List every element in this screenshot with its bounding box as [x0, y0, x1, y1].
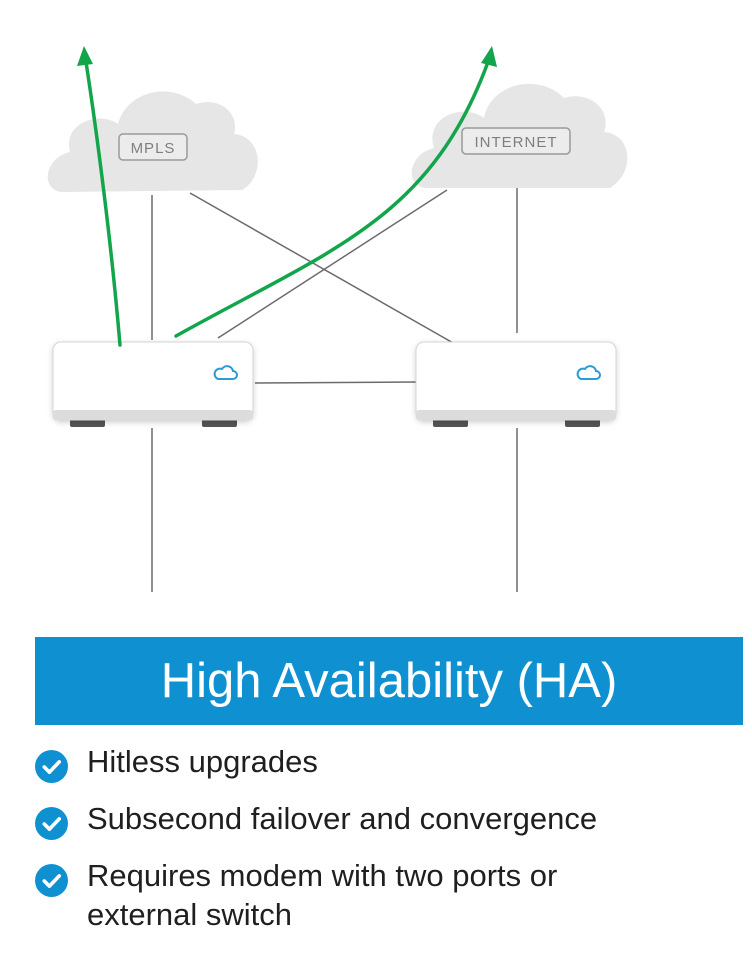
- check-circle-icon: [35, 807, 68, 840]
- link-device-interconnect: [254, 381, 417, 384]
- arrow-to-mpls: [84, 60, 122, 347]
- arrow-head-internet: [481, 46, 497, 67]
- feature-item: Requires modem with two ports or externa…: [35, 856, 743, 934]
- mpls-label-box: [118, 133, 188, 161]
- mpls-label: MPLS: [131, 140, 176, 157]
- cloud-icon: [576, 365, 601, 380]
- device-base-left: [53, 410, 253, 420]
- edge-device-left: [52, 341, 254, 427]
- link-lines: [151, 188, 518, 592]
- internet-cloud: INTERNET: [411, 83, 628, 188]
- cloud-icon: [213, 365, 238, 380]
- feature-text: Requires modem with two ports or externa…: [87, 858, 558, 932]
- mpls-cloud: MPLS: [47, 91, 258, 192]
- feature-text: Subsecond failover and convergence: [87, 801, 598, 836]
- arrow-to-internet: [174, 60, 490, 338]
- internet-label-box: [461, 127, 571, 155]
- device-base-right: [416, 410, 616, 420]
- feature-list: Hitless upgrades Subsecond failover and …: [35, 742, 743, 950]
- feature-text: Hitless upgrades: [87, 744, 318, 779]
- check-circle-icon: [35, 750, 68, 783]
- ha-network-diagram: MPLS INTERNET: [47, 46, 628, 592]
- device-body-left: [52, 341, 254, 421]
- check-circle-icon: [35, 864, 68, 897]
- link-internet-left: [217, 189, 448, 339]
- feature-item: Subsecond failover and convergence: [35, 799, 743, 840]
- section-banner: High Availability (HA): [35, 637, 743, 725]
- banner-title: High Availability (HA): [160, 654, 618, 708]
- edge-device-right: [415, 341, 617, 427]
- arrow-head-mpls: [77, 46, 93, 66]
- link-mpls-right: [189, 192, 463, 349]
- traffic-arrows: [77, 46, 497, 347]
- device-body-right: [415, 341, 617, 421]
- feature-item: Hitless upgrades: [35, 742, 743, 783]
- internet-label: INTERNET: [475, 134, 558, 151]
